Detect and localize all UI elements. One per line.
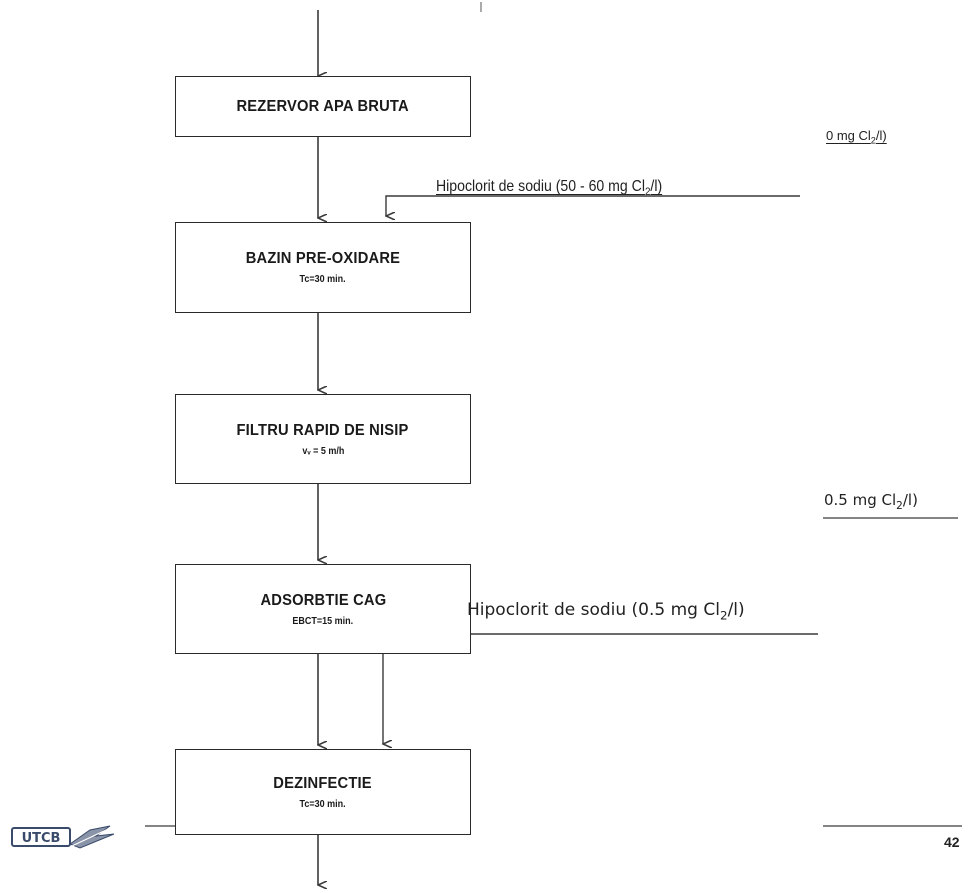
step-cag-adsorption: ADSORBTIE CAG EBCT=15 min. xyxy=(175,564,471,654)
dosing-label-preox: Hipoclorit de sodiu (50 - 60 mg Cl2/l) xyxy=(436,178,663,199)
step-sand-filter: FILTRU RAPID DE NISIP vᵥ = 5 m/h xyxy=(175,394,471,484)
page-number: 42 xyxy=(944,834,960,850)
step-subtitle: EBCT=15 min. xyxy=(292,615,354,627)
step-title: BAZIN PRE-OXIDARE xyxy=(245,250,401,267)
step-title: DEZINFECTIE xyxy=(273,774,373,792)
step-title: FILTRU RAPID DE NISIP xyxy=(236,421,410,439)
step-reservoir: REZERVOR APA BRUTA xyxy=(175,76,471,137)
utcb-logo: UTCB xyxy=(10,822,118,852)
dosing-line-preox xyxy=(386,195,800,216)
step-subtitle: vᵥ = 5 m/h xyxy=(301,445,345,457)
side-note-mid: 0.5 mg Cl2/l) xyxy=(824,491,918,512)
step-preoxidation: BAZIN PRE-OXIDARE Tc=30 min. xyxy=(175,222,471,313)
svg-text:UTCB: UTCB xyxy=(22,831,61,846)
side-note-top: 0 mg Cl2/l) xyxy=(826,128,887,146)
step-subtitle: Tc=30 min. xyxy=(299,274,347,285)
step-title: ADSORBTIE CAG xyxy=(260,591,386,609)
step-subtitle: Tc=30 min. xyxy=(299,798,347,810)
dosing-label-disinfect: Hipoclorit de sodiu (0.5 mg Cl2/l) xyxy=(467,600,745,623)
step-disinfection: DEZINFECTIE Tc=30 min. xyxy=(175,749,471,835)
step-title: REZERVOR APA BRUTA xyxy=(236,97,410,115)
